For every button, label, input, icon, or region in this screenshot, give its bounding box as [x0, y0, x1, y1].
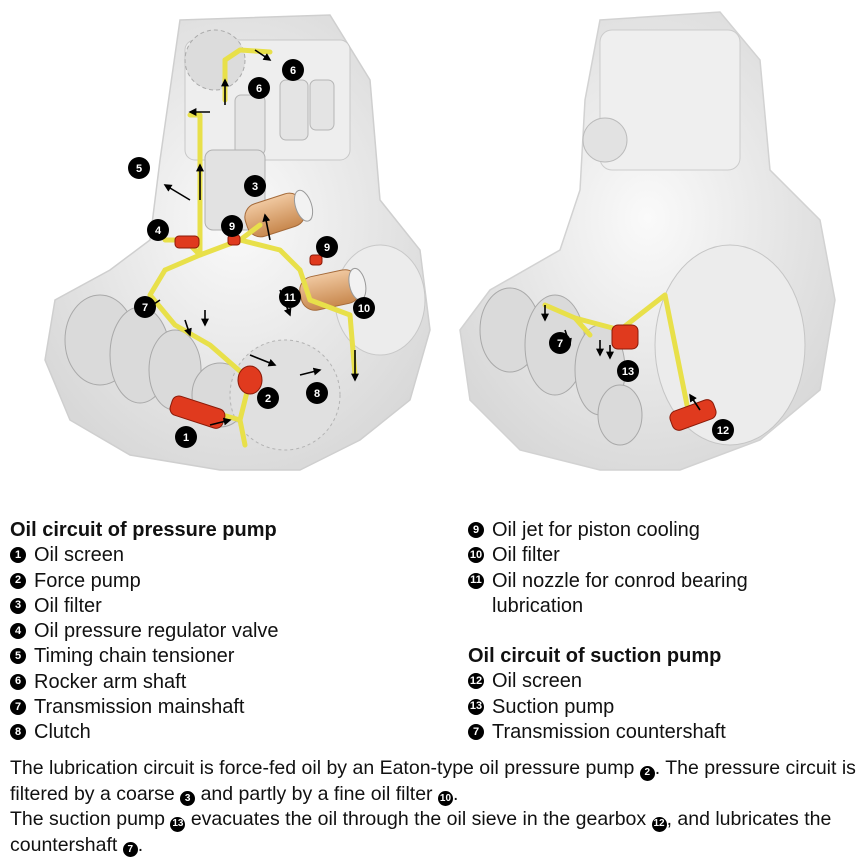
number-badge: 7	[468, 724, 484, 741]
number-badge: 8	[10, 724, 26, 741]
svg-text:3: 3	[252, 181, 258, 193]
number-badge: 10	[437, 791, 453, 806]
number-badge: 9	[468, 522, 484, 538]
callout-11: 11	[279, 286, 301, 308]
number-badge: 13	[468, 698, 484, 715]
svg-text:2: 2	[265, 393, 271, 405]
callout-12: 12	[712, 419, 734, 441]
description-line-1: The lubrication circuit is force-fed oil…	[10, 757, 856, 806]
number-badge: 2	[639, 765, 655, 781]
svg-text:7: 7	[142, 302, 148, 314]
left-engine-pressure-circuit: 1 2 3 4 5 6 6 7 8 9 9 10 11	[44, 14, 431, 471]
cam-sprocket-left	[184, 29, 246, 91]
oil-jet-9b	[309, 254, 323, 266]
callouts-right: 7 12 13	[549, 332, 734, 441]
number-badge: 1	[10, 547, 26, 564]
legend-heading-pressure: Oil circuit of pressure pump	[10, 519, 277, 541]
callouts-left: 1 2 3 4 5 6 6 7 8 9 9 10 11	[128, 59, 375, 448]
valve-springs-left	[234, 79, 335, 156]
engine-oil-circuit-diagram: 1 2 3 4 5 6 6 7 8 9 9 10 11	[44, 11, 836, 471]
legend-heading-suction: Oil circuit of suction pump	[468, 645, 722, 668]
pressure-valve-4	[174, 235, 200, 249]
number-badge: 2	[10, 572, 26, 589]
svg-text:12: 12	[717, 425, 729, 437]
callout-1: 1	[175, 426, 197, 448]
callout-7-right: 7	[549, 332, 571, 354]
right-engine-suction-circuit: 7 12 13	[459, 11, 836, 471]
number-badge: 12	[468, 673, 484, 690]
number-badge: 5	[10, 648, 26, 665]
svg-text:4: 4	[155, 225, 162, 237]
number-badge: 7	[10, 699, 26, 716]
red-parts-right	[611, 324, 717, 431]
clutch-left	[229, 339, 341, 451]
number-badge: 3	[10, 597, 26, 614]
svg-text:6: 6	[290, 65, 296, 77]
oil-screen-12	[669, 399, 717, 431]
svg-text:1: 1	[183, 432, 189, 444]
number-badge: 4	[10, 623, 26, 640]
svg-text:10: 10	[358, 303, 370, 315]
svg-text:13: 13	[622, 366, 634, 378]
suction-pump-13	[611, 324, 639, 350]
callout-4: 4	[147, 219, 169, 241]
callout-2: 2	[257, 387, 279, 409]
number-badge: 12	[651, 816, 667, 832]
callout-9b: 9	[316, 236, 338, 258]
svg-text:7: 7	[557, 338, 563, 350]
callout-8: 8	[306, 382, 328, 404]
description-paragraph: The lubrication circuit is force-fed oil…	[10, 756, 858, 858]
number-badge: 7	[122, 842, 138, 857]
callout-13: 13	[617, 360, 639, 382]
svg-text:9: 9	[229, 221, 235, 233]
callout-10: 10	[353, 297, 375, 319]
svg-text:11: 11	[284, 292, 296, 304]
svg-text:8: 8	[314, 388, 320, 400]
number-badge: 10	[468, 547, 484, 564]
callout-3: 3	[244, 175, 266, 197]
number-badge: 6	[10, 673, 26, 690]
callout-7: 7	[134, 296, 156, 318]
number-badge: 11	[468, 572, 484, 589]
description-line-2: The suction pump 13 evacuates the oil th…	[10, 808, 832, 857]
svg-text:6: 6	[256, 83, 262, 95]
number-badge: 3	[180, 791, 196, 806]
callout-5: 5	[128, 157, 150, 179]
callout-9a: 9	[221, 215, 243, 237]
force-pump-2	[237, 365, 263, 395]
svg-text:9: 9	[324, 242, 330, 254]
red-parts-left	[169, 234, 323, 429]
callout-6b: 6	[282, 59, 304, 81]
svg-text:5: 5	[136, 163, 142, 175]
callout-6a: 6	[248, 77, 270, 99]
number-badge: 13	[170, 816, 186, 832]
cylinder-head-right	[599, 29, 741, 171]
intake-port-right	[582, 117, 628, 163]
